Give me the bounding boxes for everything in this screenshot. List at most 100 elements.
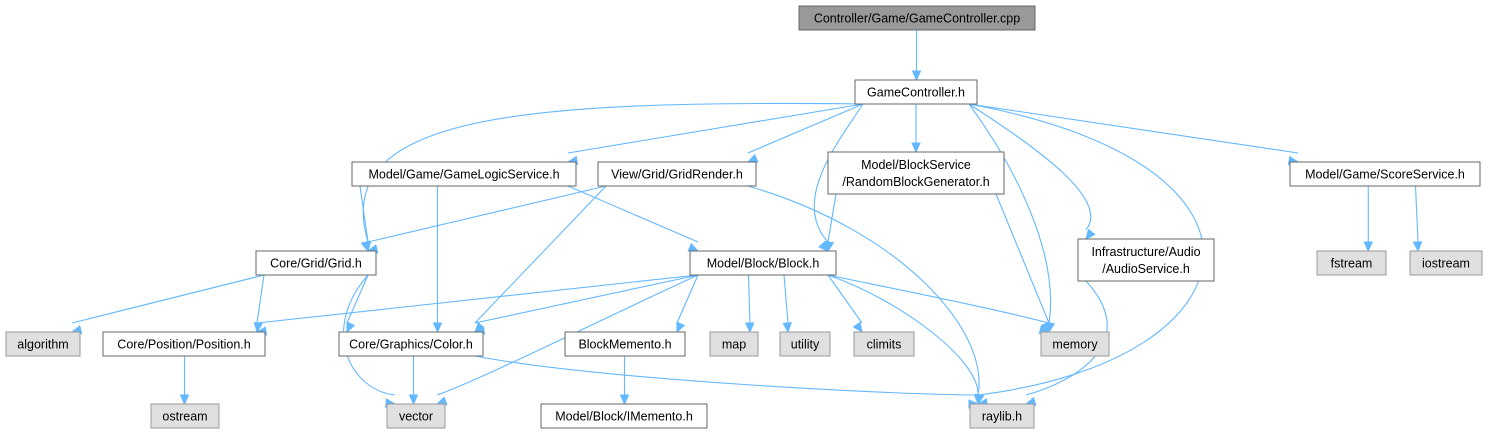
edge-gamecontroller-h-to-gridrender-h [747,103,864,154]
edge-gamecontroller-h-to-audioservice-h [968,103,1092,231]
node-box-climits [853,331,915,357]
edge-gamecontroller-h-to-memory [968,103,1051,324]
node-label-memory: memory [1052,338,1098,352]
edge-block-h-to-blockmemento-h [676,274,699,324]
edge-gamecontroller-h-to-grid-h [362,102,864,243]
node-randomblockgenerator-h[interactable]: Model/BlockService/RandomBlockGenerator.… [827,151,1005,195]
node-position-h[interactable]: Core/Position/Position.h [102,331,266,357]
node-label-randomblockgenerator-h: /RandomBlockGenerator.h [842,175,989,189]
edge-gridrender-h-to-grid-h [367,185,607,243]
node-audioservice-h[interactable]: Infrastructure/Audio/AudioService.h [1077,238,1215,282]
node-label-gamecontroller-cpp: Controller/Game/GameController.cpp [814,12,1020,26]
edge-grid-h-to-algorithm [71,274,265,324]
node-label-raylib-h: raylib.h [982,410,1022,424]
node-blockmemento-h[interactable]: BlockMemento.h [564,331,686,357]
node-raylib-h: raylib.h [969,403,1035,429]
node-utility: utility [779,331,831,357]
node-label-scoreservice-h: Model/Game/ScoreService.h [1305,168,1465,182]
node-iostream: iostream [1409,250,1483,276]
node-map: map [709,331,759,357]
node-box-map [709,331,759,357]
edge-block-h-to-utility [783,274,789,324]
edge-grid-h-to-position-h [256,274,265,324]
node-box-utility [779,331,831,357]
node-label-algorithm: algorithm [17,338,68,352]
node-box-gamelogicservice-h [351,161,577,187]
node-label-utility: utility [791,338,820,352]
edge-block-h-to-map [747,274,751,324]
node-memory: memory [1040,331,1110,357]
edge-gamecontroller-h-to-block-h [813,103,864,243]
edge-gridrender-h-to-raylib-h [747,185,980,396]
node-vector: vector [386,403,446,429]
node-label-blockmemento-h: BlockMemento.h [578,338,671,352]
node-box-algorithm [5,331,81,357]
edge-color-h-to-raylib-h [474,355,979,396]
node-box-gridrender-h [597,161,757,187]
node-box-position-h [102,331,266,357]
node-box-scoreservice-h [1289,161,1481,187]
edge-arrowhead-gamelogicservice-h-to-grid-h [361,240,372,253]
node-box-color-h [338,331,484,357]
node-box-iostream [1409,250,1483,276]
edge-arrowhead-gamecontroller-h-to-randomblockgenerator-h [911,142,921,154]
node-box-memory [1040,331,1110,357]
edge-block-h-to-climits [827,274,863,324]
edge-arrowhead-gamelogicservice-h-to-color-h [432,322,443,334]
node-label-fstream: fstream [1331,257,1373,271]
edge-arrowhead-block-h-to-blockmemento-h [676,321,686,334]
node-label-audioservice-h: /AudioService.h [1102,262,1190,276]
edge-randomblockgenerator-h-to-block-h [827,193,837,243]
node-block-h[interactable]: Model/Block/Block.h [689,250,837,276]
node-gridrender-h[interactable]: View/Grid/GridRender.h [597,161,757,187]
node-box-vector [386,403,446,429]
node-scoreservice-h[interactable]: Model/Game/ScoreService.h [1289,161,1481,187]
edge-arrowhead-grid-h-to-color-h [346,321,356,334]
node-box-audioservice-h [1077,238,1215,282]
edge-scoreservice-h-to-iostream [1414,185,1419,243]
node-box-randomblockgenerator-h [827,151,1005,195]
node-box-fstream [1316,250,1387,276]
node-label-color-h: Core/Graphics/Color.h [349,338,473,352]
node-label-position-h: Core/Position/Position.h [117,338,250,352]
edge-grid-h-to-color-h [346,274,369,324]
edge-gamelogicservice-h-to-grid-h [359,185,369,243]
node-box-blockmemento-h [564,331,686,357]
edge-arrowhead-position-h-to-ostream [179,394,190,406]
node-gamecontroller-cpp[interactable]: Controller/Game/GameController.cpp [798,5,1036,31]
node-gamelogicservice-h[interactable]: Model/Game/GameLogicService.h [351,161,577,187]
node-label-imemento-h: Model/Block/IMemento.h [555,410,693,424]
node-grid-h[interactable]: Core/Grid/Grid.h [255,250,377,276]
edge-gridrender-h-to-color-h [474,185,607,324]
nodes-layer: Controller/Game/GameController.cppGameCo… [5,5,1483,429]
node-box-grid-h [255,250,377,276]
edge-arrowhead-color-h-to-vector [408,394,419,406]
edge-block-h-to-memory [827,274,1050,324]
edge-randomblockgenerator-h-to-memory [995,193,1050,324]
node-color-h[interactable]: Core/Graphics/Color.h [338,331,484,357]
edge-gamecontroller-h-to-scoreservice-h [968,103,1299,154]
node-label-map: map [722,338,746,352]
node-algorithm: algorithm [5,331,81,357]
edge-arrowhead-block-h-to-climits [852,321,863,334]
node-box-ostream [150,403,220,429]
node-gamecontroller-h[interactable]: GameController.h [854,79,978,105]
edge-arrowhead-randomblockgenerator-h-to-block-h [824,240,835,253]
node-imemento-h[interactable]: Model/Block/IMemento.h [540,403,708,429]
edge-arrowhead-block-h-to-map [744,322,755,334]
node-label-audioservice-h: Infrastructure/Audio [1091,245,1200,259]
node-box-imemento-h [540,403,708,429]
edge-arrowhead-scoreservice-h-to-fstream [1363,241,1374,253]
node-label-gridrender-h: View/Grid/GridRender.h [611,168,743,182]
node-box-raylib-h [969,403,1035,429]
node-box-block-h [689,250,837,276]
edge-arrowhead-gamecontroller-cpp-to-gamecontroller-h [911,70,922,82]
node-ostream: ostream [150,403,220,429]
edge-block-h-to-vector [436,274,699,396]
node-climits: climits [853,331,915,357]
node-label-ostream: ostream [162,410,207,424]
edge-arrowhead-blockmemento-h-to-imemento-h [619,394,630,406]
node-box-gamecontroller-cpp [798,5,1036,31]
